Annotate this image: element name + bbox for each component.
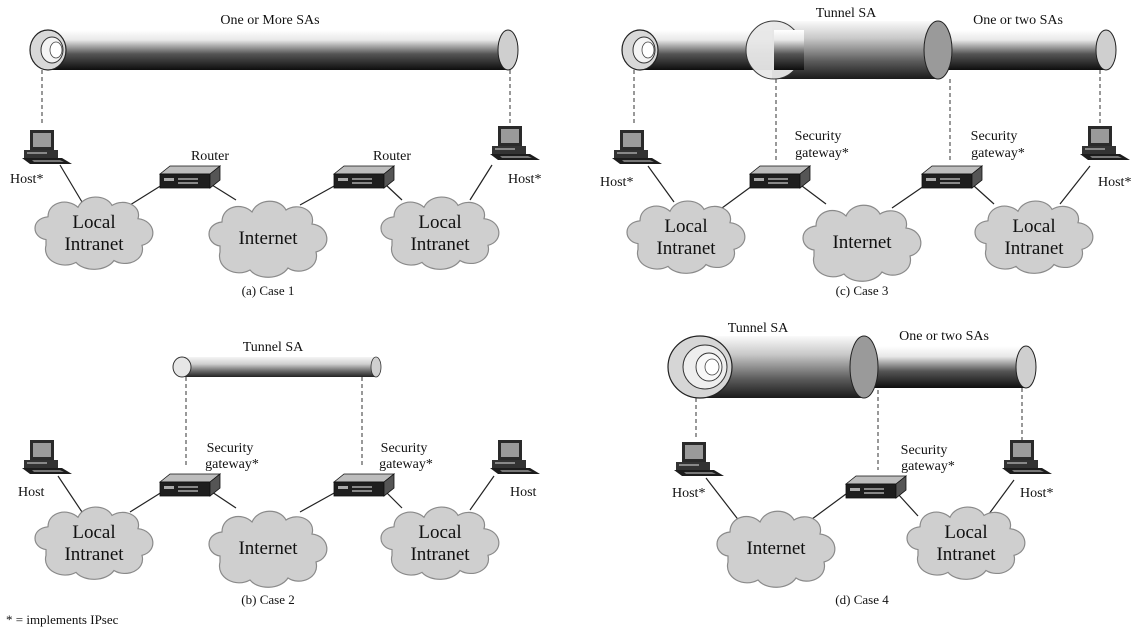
tube-label: One or More SAs (220, 13, 319, 28)
gateway-label: Security (381, 441, 428, 456)
tube-label: Tunnel SA (243, 340, 304, 355)
case-caption: (c) Case 3 (836, 283, 889, 298)
cloud-label: Intranet (410, 544, 470, 565)
host-label: Host (18, 485, 45, 500)
cloud-label: Internet (832, 232, 892, 253)
case-caption: (b) Case 2 (241, 592, 294, 607)
host-computer-icon (674, 442, 724, 476)
cloud-label: Internet (746, 538, 806, 559)
router-label: Router (191, 149, 229, 164)
tunnel-sa-tube (745, 20, 953, 80)
tube-label: One or two SAs (899, 329, 989, 344)
host-computer-icon (490, 440, 540, 474)
router-icon (159, 165, 221, 189)
security-gateway-icon (333, 473, 395, 497)
cloud-label: Local (944, 522, 987, 543)
security-gateway-icon (749, 165, 811, 189)
sa-tube (29, 29, 519, 71)
case-caption: (d) Case 4 (835, 592, 889, 607)
host-label: Host* (10, 172, 43, 187)
host-computer-icon (22, 440, 72, 474)
cloud-label: Local (72, 212, 115, 233)
connection-lines (705, 477, 1015, 523)
cloud-label: Internet (238, 228, 298, 249)
cloud-label: Intranet (656, 238, 716, 259)
cloud-label: Intranet (936, 544, 996, 565)
case-caption: (a) Case 1 (242, 283, 295, 298)
host-computer-icon (22, 130, 72, 164)
tunnel-sa-tube (172, 356, 382, 378)
connection-lines (647, 165, 1091, 209)
cloud-label: Intranet (64, 234, 124, 255)
cloud-label: Intranet (64, 544, 124, 565)
security-gateway-icon (845, 475, 907, 499)
cloud-label: Local (1012, 216, 1055, 237)
case-1-panel: One or More SAs Host* Host* Router Route… (10, 13, 541, 298)
gateway-label: gateway* (971, 146, 1025, 161)
gateway-label: gateway* (795, 146, 849, 161)
host-label: Host* (508, 172, 541, 187)
tunnel-label: Tunnel SA (816, 6, 877, 21)
host-label: Host* (1098, 175, 1131, 190)
tube-label: One or two SAs (973, 13, 1063, 28)
router-label: Router (373, 149, 411, 164)
gateway-label: Security (901, 443, 948, 458)
cloud-label: Local (418, 522, 461, 543)
host-label: Host (510, 485, 537, 500)
host-computer-icon (1080, 126, 1130, 160)
host-computer-icon (1002, 440, 1052, 474)
cloud-label: Local (72, 522, 115, 543)
case-4-panel: Tunnel SA One or two SAs Host* Host* Sec… (667, 321, 1053, 607)
connection-lines (57, 475, 495, 513)
gateway-label: Security (971, 129, 1018, 144)
case-3-panel: Tunnel SA One or two SAs Host* Host* Sec… (600, 6, 1131, 298)
gateway-label: Security (795, 129, 842, 144)
cloud-label: Internet (238, 538, 298, 559)
case-2-panel: Tunnel SA Host Host Security gateway* Se… (18, 340, 540, 607)
host-computer-icon (612, 130, 662, 164)
cloud-label: Local (664, 216, 707, 237)
router-icon (333, 165, 395, 189)
footnote: * = implements IPsec (6, 612, 119, 627)
host-label: Host* (1020, 486, 1053, 501)
gateway-label: gateway* (205, 457, 259, 472)
gateway-label: gateway* (901, 459, 955, 474)
cloud-label: Intranet (410, 234, 470, 255)
cloud-label: Local (418, 212, 461, 233)
gateway-label: Security (207, 441, 254, 456)
security-gateway-icon (159, 473, 221, 497)
gateway-label: gateway* (379, 457, 433, 472)
security-gateway-icon (921, 165, 983, 189)
host-label: Host* (672, 486, 705, 501)
host-computer-icon (490, 126, 540, 160)
host-label: Host* (600, 175, 633, 190)
tunnel-tube-end (667, 335, 733, 399)
sa-tube-end (621, 29, 659, 71)
tunnel-label: Tunnel SA (728, 321, 789, 336)
cloud-label: Intranet (1004, 238, 1064, 259)
connection-lines (59, 164, 493, 206)
